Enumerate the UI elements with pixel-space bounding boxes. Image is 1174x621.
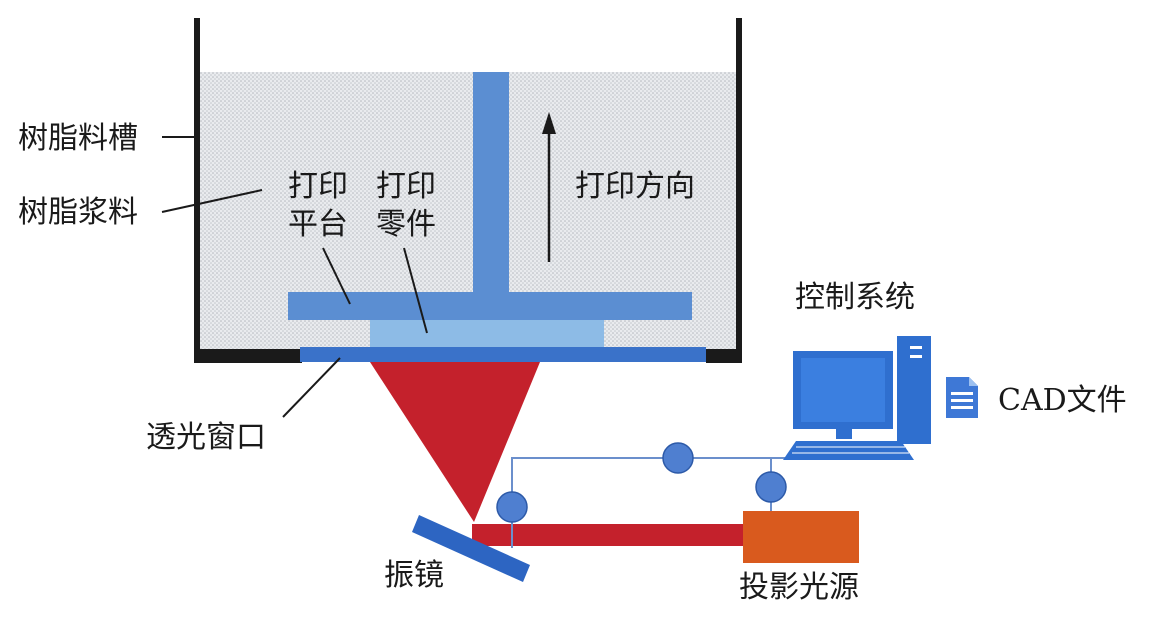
- print-part: [370, 320, 604, 347]
- label-projection-light-source: 投影光源: [739, 570, 859, 605]
- label-print-part-line2: 零件: [376, 207, 436, 242]
- leader-print-part: [403, 247, 428, 334]
- light-beam-horizontal: [472, 524, 744, 546]
- leader-transparent-window: [282, 357, 341, 418]
- leader-resin-slurry: [161, 189, 263, 213]
- platform-shaft: [473, 72, 509, 294]
- tank-bottom-left: [194, 349, 302, 363]
- label-print-direction: 打印方向: [575, 169, 695, 204]
- label-print-platform-line2: 平台: [288, 207, 348, 242]
- galvanometer-mirror: [412, 515, 530, 582]
- label-resin-slurry: 树脂浆料: [18, 195, 138, 230]
- label-print-platform-line1: 打印: [288, 169, 348, 204]
- label-resin-tank: 树脂料槽: [18, 121, 138, 156]
- arrow-up-icon: [542, 112, 556, 262]
- label-galvanometer: 振镜: [384, 558, 444, 593]
- signal-node-galvo: [496, 491, 528, 523]
- label-cad-file: CAD文件: [998, 383, 1127, 418]
- label-print-part-line1: 打印: [376, 169, 436, 204]
- signal-node-source: [755, 471, 787, 503]
- tank-bottom-right: [706, 349, 742, 363]
- print-platform: [288, 292, 692, 320]
- document-icon: [946, 377, 978, 418]
- transparent-window: [300, 347, 706, 362]
- tank-right-wall: [736, 18, 742, 363]
- signal-node-top: [662, 442, 694, 474]
- label-transparent-window: 透光窗口: [146, 420, 266, 455]
- label-control-system: 控制系统: [795, 280, 915, 315]
- light-beam-cone: [370, 362, 540, 522]
- tank-left-wall: [194, 18, 200, 363]
- projection-light-source-box: [743, 511, 859, 563]
- leader-print-platform: [322, 247, 351, 305]
- desktop-computer-icon: [783, 336, 931, 460]
